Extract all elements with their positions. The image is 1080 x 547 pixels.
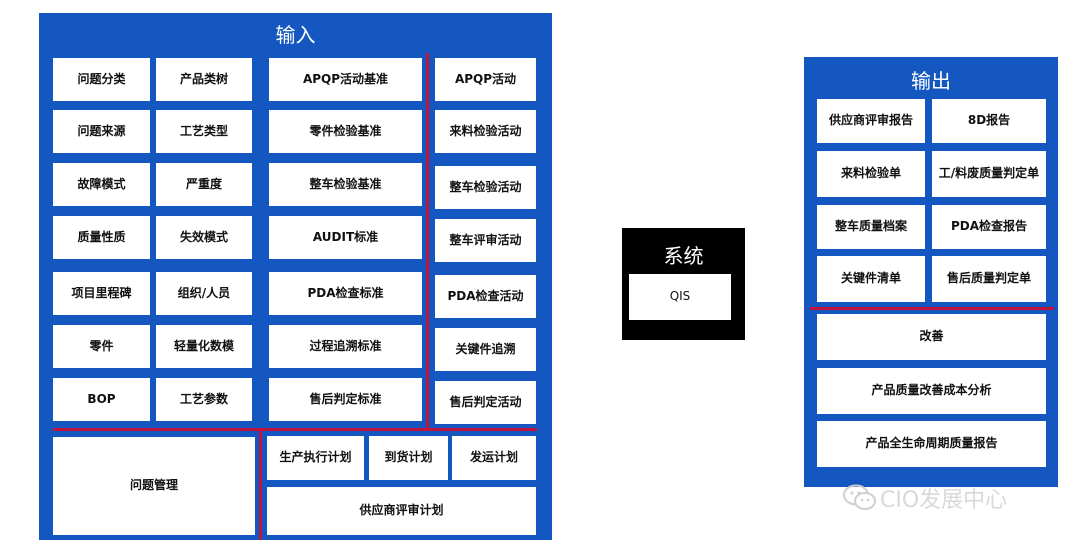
input-item: 组织/人员 (156, 272, 252, 315)
divider-horizontal (53, 428, 537, 431)
output-wide-item: 产品质量改善成本分析 (817, 368, 1046, 414)
plan-item: 到货计划 (369, 436, 448, 480)
input-item: BOP (53, 378, 150, 421)
standard-item: 整车检验基准 (269, 163, 422, 206)
input-panel: 输入 问题分类 问题来源 故障模式 质量性质 项目里程碑 零件 BOP 产品类树… (39, 13, 552, 540)
activity-item: 整车检验活动 (435, 166, 536, 209)
activity-item: 整车评审活动 (435, 219, 536, 262)
input-item: 工艺类型 (156, 110, 252, 153)
system-box: 系统 QIS (622, 228, 745, 340)
input-item: 零件 (53, 325, 150, 368)
input-item: 失效模式 (156, 216, 252, 259)
output-item: 售后质量判定单 (932, 256, 1046, 302)
supplier-review-plan: 供应商评审计划 (267, 487, 536, 535)
output-divider (810, 307, 1054, 310)
plan-item: 生产执行计划 (267, 436, 364, 480)
standard-item: 过程追溯标准 (269, 325, 422, 368)
wechat-icon (843, 484, 876, 510)
output-item: 来料检验单 (817, 151, 925, 197)
standard-item: 售后判定标准 (269, 378, 422, 421)
output-item: 供应商评审报告 (817, 99, 925, 143)
output-panel: 输出 供应商评审报告 8D报告 来料检验单 工/料废质量判定单 整车质量档案 P… (804, 57, 1058, 487)
input-item: 故障模式 (53, 163, 150, 206)
input-item: 质量性质 (53, 216, 150, 259)
problem-management: 问题管理 (53, 437, 255, 535)
output-title: 输出 (911, 69, 951, 93)
standard-item: 零件检验基准 (269, 110, 422, 153)
standard-item: PDA检查标准 (269, 272, 422, 315)
output-wide-item: 产品全生命周期质量报告 (817, 421, 1046, 467)
standard-item: APQP活动基准 (269, 58, 422, 101)
divider-vertical (426, 53, 429, 428)
plan-item: 发运计划 (452, 436, 536, 480)
input-item: 产品类树 (156, 58, 252, 101)
input-item: 问题来源 (53, 110, 150, 153)
output-item: 关键件清单 (817, 256, 925, 302)
output-item: 8D报告 (932, 99, 1046, 143)
system-name: QIS (629, 274, 731, 320)
input-item: 工艺参数 (156, 378, 252, 421)
output-item: PDA检查报告 (932, 205, 1046, 249)
watermark-text: CIO发展中心 (880, 488, 1008, 513)
divider-vertical-bottom (259, 429, 262, 540)
output-item: 工/料废质量判定单 (932, 151, 1046, 197)
input-item: 问题分类 (53, 58, 150, 101)
output-item: 整车质量档案 (817, 205, 925, 249)
input-item: 项目里程碑 (53, 272, 150, 315)
activity-item: APQP活动 (435, 58, 536, 101)
input-item: 轻量化数模 (156, 325, 252, 368)
activity-item: 关键件追溯 (435, 328, 536, 371)
output-wide-item: 改善 (817, 314, 1046, 360)
activity-item: 售后判定活动 (435, 381, 536, 424)
activity-item: PDA检查活动 (435, 275, 536, 318)
input-item: 严重度 (156, 163, 252, 206)
input-title: 输入 (275, 23, 316, 47)
standard-item: AUDIT标准 (269, 216, 422, 259)
activity-item: 来料检验活动 (435, 110, 536, 153)
system-title: 系统 (663, 244, 704, 268)
